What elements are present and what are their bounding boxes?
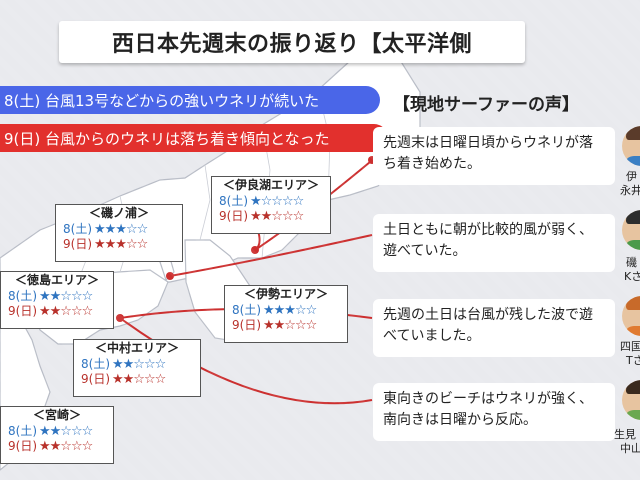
area-name: ＜伊勢エリア＞ <box>243 287 328 301</box>
sat-rating: ★★☆☆☆ <box>39 289 93 304</box>
sat-label: 8(土) <box>63 222 92 236</box>
voices-heading: 【現地サーファーの声】 <box>393 95 579 115</box>
surfer-avatar-icon <box>622 126 640 166</box>
saturday-summary: 8(土) 台風13号などからの強いウネリが続いた <box>0 86 380 114</box>
area-name: ＜徳島エリア＞ <box>14 273 99 287</box>
voice-bubble-1: 先週末は日曜日頃からウネリが落ち着き始めた。 <box>373 127 615 185</box>
sun-label: 9(日) <box>219 209 248 223</box>
page-title: 西日本先週末の振り返り【太平洋側 <box>59 21 525 63</box>
sat-label: 8(土) <box>8 289 37 303</box>
surfer-avatar-icon <box>622 210 640 250</box>
sun-rating: ★★☆☆☆ <box>250 209 304 224</box>
sat-label: 8(土) <box>81 357 110 371</box>
surfer-name-3b: Tさ <box>626 354 640 367</box>
surfer-name-4b: 中山 <box>620 442 640 455</box>
surfer-name-1b: 永井 <box>620 184 640 197</box>
surfer-name-1a: 伊 <box>626 170 637 183</box>
surfer-name-2b: Kさ <box>624 270 640 283</box>
surfer-name-4a: 生見 <box>614 428 636 441</box>
voice-bubble-3: 先週の土日は台風が残した波で遊べていました。 <box>373 299 615 357</box>
sunday-summary: 9(日) 台風からのウネリは落ち着き傾向となった <box>0 124 388 152</box>
sun-label: 9(日) <box>232 318 261 332</box>
sun-label: 9(日) <box>8 439 37 453</box>
area-box-tokushima: ＜徳島エリア＞ 8(土)★★☆☆☆ 9(日)★★☆☆☆ <box>0 271 114 329</box>
area-box-isonoura: ＜磯ノ浦＞ 8(土)★★★☆☆ 9(日)★★★☆☆ <box>55 204 183 262</box>
area-box-nakamura: ＜中村エリア＞ 8(土)★★☆☆☆ 9(日)★★☆☆☆ <box>73 339 201 397</box>
surfer-avatar-icon <box>622 380 640 420</box>
sat-rating: ★★☆☆☆ <box>39 424 93 439</box>
sun-rating: ★★☆☆☆ <box>112 372 166 387</box>
sun-rating: ★★★☆☆ <box>94 237 148 252</box>
sun-label: 9(日) <box>8 304 37 318</box>
voice-bubble-2: 土日ともに朝が比較的風が弱く、遊べていた。 <box>373 214 615 272</box>
surfer-name-3a: 四国 <box>620 340 640 353</box>
sun-label: 9(日) <box>81 372 110 386</box>
sat-rating: ★★☆☆☆ <box>112 357 166 372</box>
sun-rating: ★★☆☆☆ <box>39 304 93 319</box>
sat-rating: ★★★☆☆ <box>263 303 317 318</box>
area-name: ＜中村エリア＞ <box>94 341 179 355</box>
area-box-miyazaki: ＜宮崎＞ 8(土)★★☆☆☆ 9(日)★★☆☆☆ <box>0 406 114 464</box>
sat-label: 8(土) <box>8 424 37 438</box>
surfer-avatar-icon <box>622 296 640 336</box>
area-box-ise: ＜伊勢エリア＞ 8(土)★★★☆☆ 9(日)★★☆☆☆ <box>224 285 348 343</box>
area-name: ＜磯ノ浦＞ <box>88 206 149 220</box>
sat-label: 8(土) <box>232 303 261 317</box>
area-name: ＜宮崎＞ <box>32 408 81 422</box>
area-name: ＜伊良湖エリア＞ <box>222 178 319 192</box>
sat-rating: ★★★☆☆ <box>94 222 148 237</box>
sun-rating: ★★☆☆☆ <box>39 439 93 454</box>
voice-bubble-4: 東向きのビーチはウネリが強く、南向きは日曜から反応。 <box>373 383 615 441</box>
sat-rating: ★☆☆☆☆ <box>250 194 304 209</box>
sun-label: 9(日) <box>63 237 92 251</box>
surfer-name-2a: 磯 <box>626 256 637 269</box>
area-box-irago: ＜伊良湖エリア＞ 8(土)★☆☆☆☆ 9(日)★★☆☆☆ <box>211 176 331 234</box>
sun-rating: ★★☆☆☆ <box>263 318 317 333</box>
sat-label: 8(土) <box>219 194 248 208</box>
